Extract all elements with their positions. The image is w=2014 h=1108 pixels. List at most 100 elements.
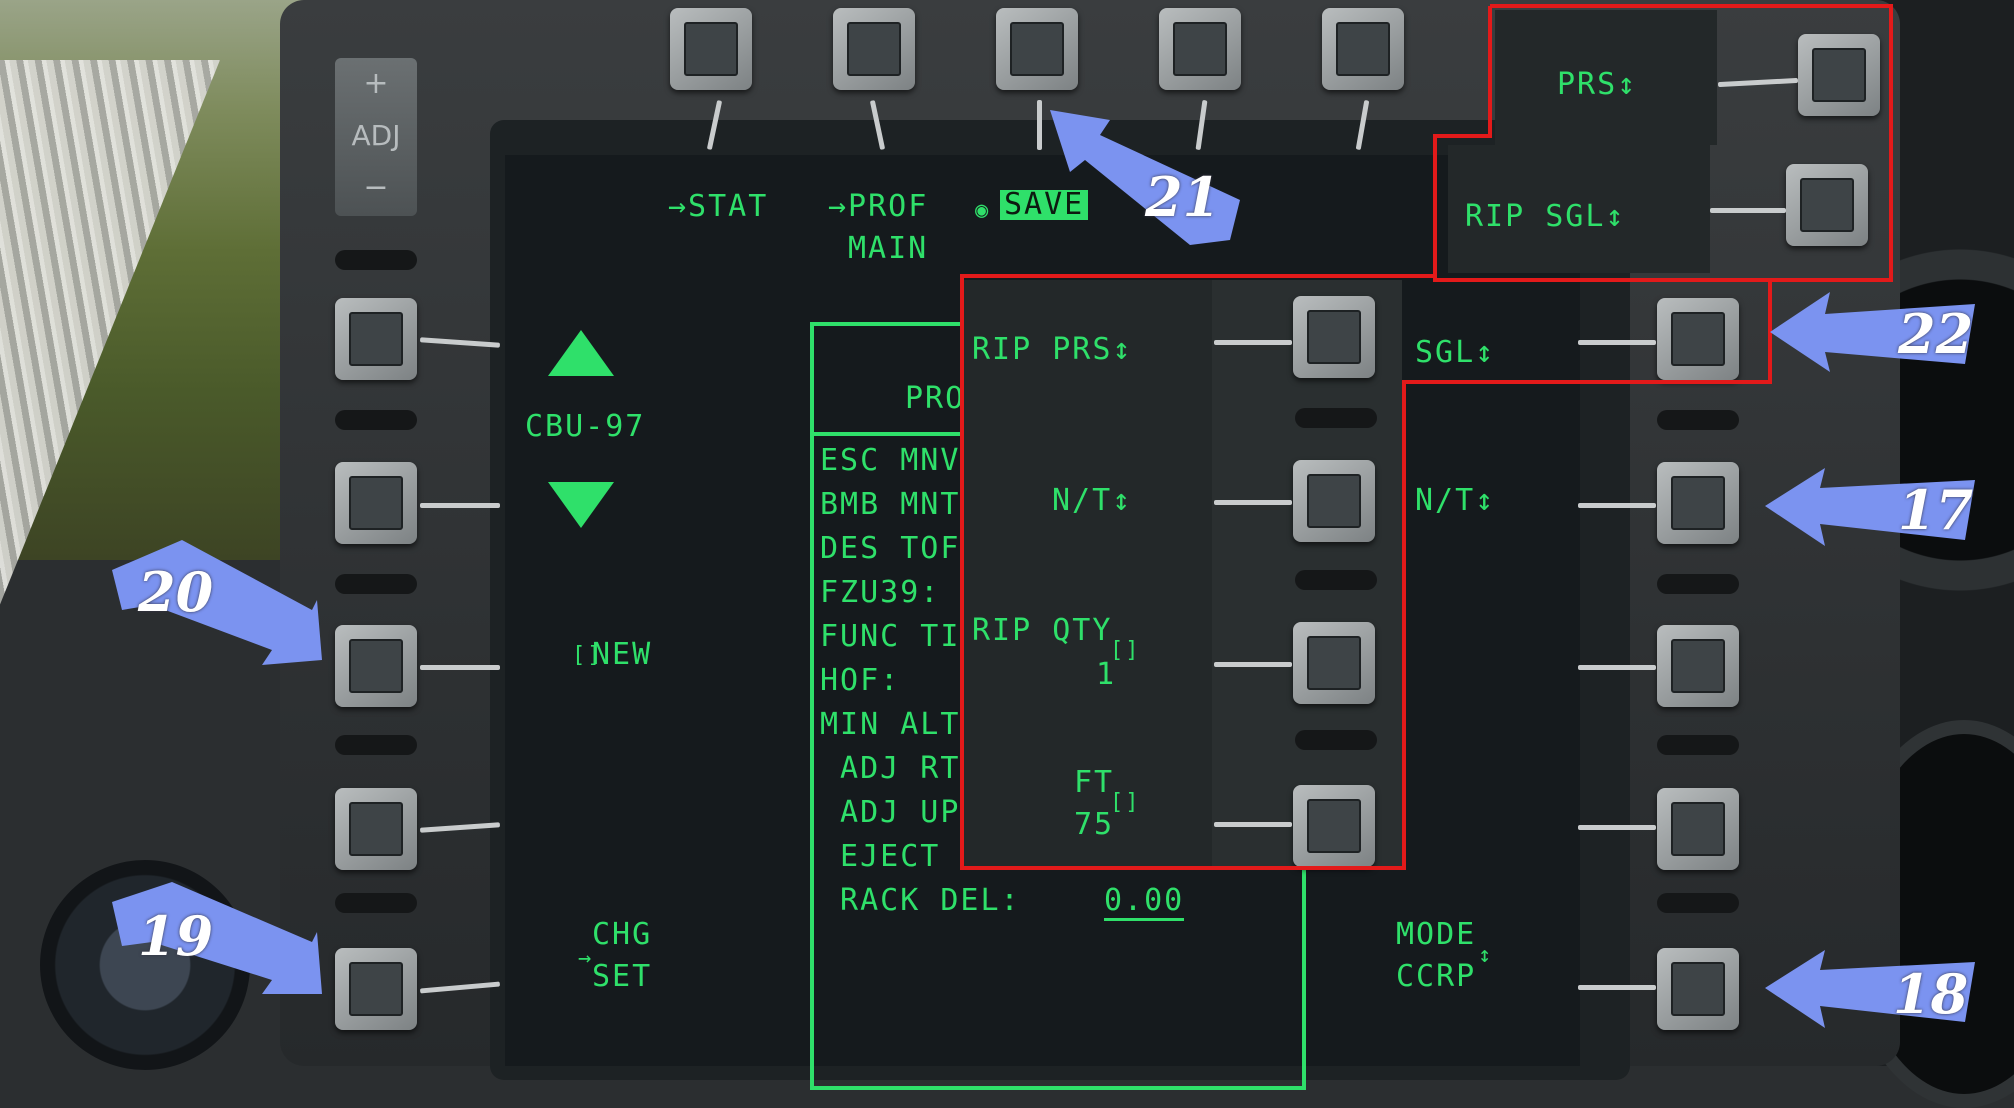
profile-header: PRO xyxy=(905,381,966,416)
adj-label: ADJ xyxy=(351,119,401,152)
osb-divider xyxy=(335,735,417,755)
osb-left-1[interactable] xyxy=(335,298,417,380)
munition-name: CBU-97 xyxy=(525,409,646,444)
callout-21: 21 xyxy=(1145,165,1221,229)
inset-nt-option[interactable]: N/T↕ xyxy=(1052,483,1133,518)
rip-prs-option[interactable]: RIP PRS↕ xyxy=(972,332,1133,367)
osb-lead xyxy=(1710,208,1786,213)
osb-lead xyxy=(1578,665,1656,670)
rip-qty-value: 1 xyxy=(1096,657,1117,692)
inset-osb-rip-qty[interactable] xyxy=(1293,622,1375,704)
mode-value[interactable]: CCRP xyxy=(1396,959,1477,994)
osb-top-5[interactable] xyxy=(1322,8,1404,90)
osb-divider xyxy=(1657,893,1739,913)
munition-down-icon[interactable] xyxy=(548,482,614,528)
rack-del-value[interactable]: 0.00 xyxy=(1104,886,1185,921)
adj-plus[interactable]: + xyxy=(363,66,389,101)
osb-divider xyxy=(335,410,417,430)
osb-top-2[interactable] xyxy=(833,8,915,90)
inset-osb-rip-sgl[interactable] xyxy=(1786,164,1868,246)
inset-osb-ft[interactable] xyxy=(1293,785,1375,867)
osb-divider xyxy=(1295,408,1377,428)
callout-21-arrow-icon xyxy=(1050,110,1240,245)
callout-17: 17 xyxy=(1898,478,1974,542)
new-option[interactable]: NEW xyxy=(592,637,653,672)
profile-row: EJECT xyxy=(820,839,941,874)
osb-divider xyxy=(1657,735,1739,755)
rip-qty-label[interactable]: RIP QTY xyxy=(972,613,1113,648)
osb-left-5[interactable] xyxy=(335,948,417,1030)
highlight-outline xyxy=(960,4,1893,870)
profile-row: MIN ALT xyxy=(820,707,961,742)
adj-rocker[interactable]: + ADJ − xyxy=(335,58,417,216)
osb-right-3[interactable] xyxy=(1657,625,1739,707)
osb-left-4[interactable] xyxy=(335,788,417,870)
osb-divider xyxy=(1657,410,1739,430)
osb-lead xyxy=(420,665,500,670)
osb-divider xyxy=(1295,730,1377,750)
profile-row: ADJ RT xyxy=(820,751,961,786)
mode-label[interactable]: MODE xyxy=(1396,917,1477,952)
rip-qty-marker: [] xyxy=(1110,638,1141,663)
profile-row: ESC MNV xyxy=(820,443,961,478)
callout-17-arrow-icon xyxy=(1765,468,1975,546)
osb-top-1[interactable] xyxy=(670,8,752,90)
osb-top-4[interactable] xyxy=(1159,8,1241,90)
inset-osb-prs[interactable] xyxy=(1798,34,1880,116)
profile-row: FZU39: xyxy=(820,575,941,610)
osb-top-3[interactable] xyxy=(996,8,1078,90)
inset-osb-rip-prs[interactable] xyxy=(1293,296,1375,378)
osb-lead xyxy=(1578,503,1656,508)
callout-20: 20 xyxy=(138,560,214,624)
profile-row: ADJ UP xyxy=(820,795,961,830)
profile-row: DES TOF xyxy=(820,531,961,566)
ft-marker: [] xyxy=(1110,790,1141,815)
osb-lead xyxy=(420,503,500,508)
ft-label[interactable]: FT xyxy=(1074,765,1115,800)
osb-right-4[interactable] xyxy=(1657,788,1739,870)
osb-left-3[interactable] xyxy=(335,625,417,707)
profile-row: BMB MNT xyxy=(820,487,961,522)
save-option[interactable]: SAVE xyxy=(1000,190,1089,220)
osb-right-1[interactable] xyxy=(1657,298,1739,380)
adj-minus[interactable]: − xyxy=(363,170,389,205)
profile-row: HOF: xyxy=(820,663,901,698)
osb-divider xyxy=(1295,570,1377,590)
inset-osb-nt[interactable] xyxy=(1293,460,1375,542)
callout-18: 18 xyxy=(1893,962,1969,1026)
main-option[interactable]: MAIN xyxy=(848,231,929,266)
osb-right-5[interactable] xyxy=(1657,948,1739,1030)
new-marker: [] xyxy=(572,643,603,668)
profile-row: FUNC TI xyxy=(820,619,961,654)
callout-22: 22 xyxy=(1898,302,1974,366)
osb-lead xyxy=(1214,822,1292,827)
munition-up-icon[interactable] xyxy=(548,330,614,376)
chg-label[interactable]: CHG xyxy=(592,917,653,952)
save-marker-icon: ◉ xyxy=(975,198,991,223)
ft-value: 75 xyxy=(1074,807,1115,842)
mode-toggle-icon: ↕ xyxy=(1478,943,1494,968)
prs-option[interactable]: PRS↕ xyxy=(1557,67,1638,102)
stat-option[interactable]: →STAT xyxy=(668,189,769,224)
osb-left-2[interactable] xyxy=(335,462,417,544)
chg-arrow-icon: → xyxy=(578,946,594,971)
inset-top-right xyxy=(1495,10,1717,145)
osb-divider xyxy=(335,574,417,594)
osb-lead xyxy=(1578,985,1656,990)
rip-sgl-option[interactable]: RIP SGL↕ xyxy=(1465,199,1626,234)
inset-top-right-lower xyxy=(1448,145,1710,273)
profile-row: RACK DEL: xyxy=(820,883,1021,918)
osb-divider xyxy=(1657,574,1739,594)
sgl-option[interactable]: SGL↕ xyxy=(1415,335,1496,370)
osb-lead xyxy=(1214,662,1292,667)
osb-lead xyxy=(1578,825,1656,830)
callout-20-arrow-icon xyxy=(112,540,322,665)
osb-right-2[interactable] xyxy=(1657,462,1739,544)
callout-19: 19 xyxy=(138,904,214,968)
osb-divider xyxy=(335,893,417,913)
prof-option[interactable]: →PROF xyxy=(828,189,929,224)
osb-lead xyxy=(1214,500,1292,505)
callout-18-arrow-icon xyxy=(1765,950,1975,1028)
nt-option[interactable]: N/T↕ xyxy=(1415,483,1496,518)
set-label[interactable]: SET xyxy=(592,959,653,994)
